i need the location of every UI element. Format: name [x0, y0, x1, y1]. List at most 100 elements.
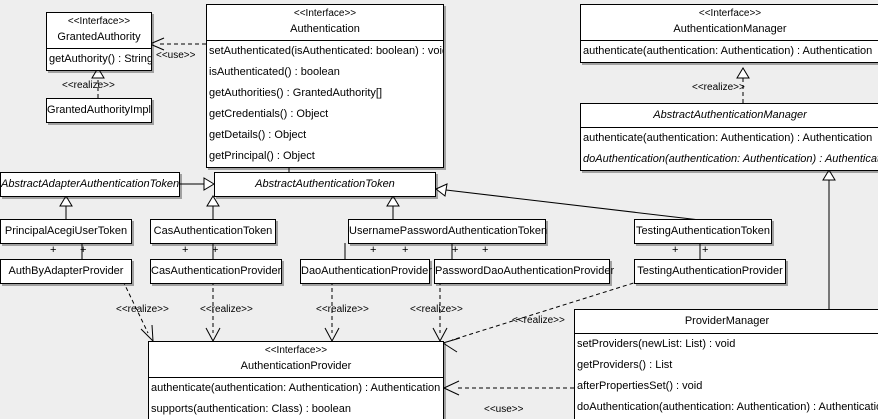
class-header: TestingAuthenticationProvider — [635, 260, 785, 283]
edge-label-realize-auth-by-adapter-provider: <<realize>> — [116, 304, 169, 315]
generalization-abstract-adapter-authentication-token — [180, 177, 215, 191]
class-header: UsernamePasswordAuthenticationToken — [349, 220, 548, 243]
multiplicity-plus: + — [182, 244, 189, 256]
class-name: TestingAuthenticationToken — [636, 225, 770, 237]
class-name: AbstractAuthenticationManager — [653, 109, 807, 121]
member-row: getDetails() : Object — [209, 129, 307, 141]
multiplicity-plus: + — [672, 244, 679, 256]
multiplicity-plus: + — [482, 244, 489, 256]
stereotype-interface: <<Interface>> — [264, 345, 328, 356]
class-abstract-authentication-manager[interactable]: AbstractAuthenticationManager authentica… — [580, 103, 878, 171]
class-provider-manager[interactable]: ProviderManager setProviders(newList: Li… — [574, 309, 878, 419]
class-name: PasswordDaoAuthenticationProvider — [435, 265, 615, 277]
edge-label-realize-password-dao-authentication-provider: <<realize>> — [410, 304, 463, 315]
class-header: <<Interface>> GrantedAuthority — [47, 13, 151, 49]
member-row: afterPropertiesSet() : void — [577, 380, 703, 392]
multiplicity-plus: + — [452, 244, 459, 256]
class-name: Authentication — [290, 23, 360, 35]
multiplicity-plus: + — [370, 244, 377, 256]
multiplicity-plus: + — [80, 244, 87, 256]
class-granted-authority-impl[interactable]: GrantedAuthorityImpl — [46, 98, 152, 123]
edge-label-realize-cas-authentication-provider: <<realize>> — [200, 304, 253, 315]
class-name: AbstractAdapterAuthenticationToken — [1, 178, 180, 190]
class-header: AuthByAdapterProvider — [1, 260, 131, 283]
class-testing-authentication-token[interactable]: TestingAuthenticationToken — [634, 219, 772, 244]
class-header: PasswordDaoAuthenticationProvider — [435, 260, 615, 283]
class-name: PrincipalAcegiUserToken — [4, 225, 128, 237]
class-header: DaoAuthenticationProvider — [301, 260, 432, 283]
member-row: getPrincipal() : Object — [209, 150, 315, 162]
class-name: ProviderManager — [684, 315, 770, 327]
class-abstract-adapter-authentication-token[interactable]: AbstractAdapterAuthenticationToken — [0, 172, 180, 197]
multiplicity-plus: + — [702, 244, 709, 256]
class-authentication-manager[interactable]: <<Interface>> AuthenticationManager auth… — [580, 4, 878, 63]
member-row: authenticate(authentication: Authenticat… — [583, 132, 873, 144]
class-name: AuthenticationManager — [673, 23, 787, 35]
class-name: UsernamePasswordAuthenticationToken — [349, 225, 548, 237]
edge-label-realize-testing-authentication-provider: <<realize>> — [512, 315, 565, 326]
multiplicity-plus: + — [50, 244, 57, 256]
member-list: setProviders(newList: List) : void getPr… — [575, 334, 878, 419]
class-testing-authentication-provider[interactable]: TestingAuthenticationProvider — [634, 259, 786, 284]
class-header: <<Interface>> AuthenticationProvider — [149, 342, 443, 378]
class-cas-authentication-provider[interactable]: CasAuthenticationProvider — [150, 259, 282, 284]
member-row: authenticate(authentication: Authenticat… — [583, 45, 873, 57]
use-authentication-granted-authority — [149, 37, 206, 51]
class-name: CasAuthenticationToken — [153, 225, 273, 237]
member-row: setAuthenticated(isAuthenticated: boolea… — [209, 45, 443, 57]
class-header: TestingAuthenticationToken — [635, 220, 771, 243]
member-row: isAuthenticated() : boolean — [209, 66, 340, 78]
class-cas-authentication-token[interactable]: CasAuthenticationToken — [150, 219, 276, 244]
class-name: AuthByAdapterProvider — [8, 265, 124, 277]
use-provider-manager-authentication-provider — [443, 380, 574, 396]
class-header: <<Interface>> AuthenticationManager — [581, 5, 878, 41]
member-row: doAuthentication(authentication: Authent… — [583, 153, 878, 165]
class-header: AbstractAuthenticationManager — [581, 104, 878, 128]
class-header: AbstractAdapterAuthenticationToken — [1, 173, 179, 196]
class-name: CasAuthenticationProvider — [151, 265, 282, 277]
class-abstract-authentication-token[interactable]: AbstractAuthenticationToken — [214, 172, 436, 197]
class-header: GrantedAuthorityImpl — [47, 99, 151, 122]
class-granted-authority[interactable]: <<Interface>> GrantedAuthority getAuthor… — [46, 12, 152, 71]
class-authentication[interactable]: <<Interface>> Authentication setAuthenti… — [206, 4, 444, 168]
class-header: <<Interface>> Authentication — [207, 5, 443, 41]
class-password-dao-authentication-provider[interactable]: PasswordDaoAuthenticationProvider — [434, 259, 615, 284]
generalization-testing-authentication-token — [435, 183, 701, 221]
member-row: getAuthority() : String — [49, 53, 151, 65]
class-header: CasAuthenticationProvider — [151, 260, 281, 283]
class-name: GrantedAuthority — [57, 31, 141, 43]
member-row: authenticate(authentication: Authenticat… — [151, 382, 441, 394]
class-name: GrantedAuthorityImpl — [47, 104, 151, 116]
edge-label-realize-dao-authentication-provider: <<realize>> — [316, 304, 369, 315]
edge-label-realize-granted-authority-impl: <<realize>> — [62, 80, 115, 91]
edge-label-use-granted-authority: <<use>> — [156, 50, 196, 61]
stereotype-interface: <<Interface>> — [67, 16, 131, 27]
class-name: AuthenticationProvider — [240, 360, 352, 372]
class-authentication-provider[interactable]: <<Interface>> AuthenticationProvider aut… — [148, 341, 444, 419]
member-row: doAuthentication(authentication: Authent… — [577, 401, 878, 413]
class-principal-acegi-user-token[interactable]: PrincipalAcegiUserToken — [0, 219, 132, 244]
member-row: getAuthorities() : GrantedAuthority[] — [209, 87, 383, 99]
multiplicity-plus: + — [212, 244, 219, 256]
class-dao-authentication-provider[interactable]: DaoAuthenticationProvider — [300, 259, 432, 284]
generalization-cas-authentication-token — [206, 195, 220, 219]
member-row: supports(authentication: Class) : boolea… — [151, 403, 351, 415]
member-row: getProviders() : List — [577, 359, 673, 371]
class-username-password-authentication-token[interactable]: UsernamePasswordAuthenticationToken — [348, 219, 548, 244]
generalization-provider-manager — [822, 169, 836, 309]
member-list: authenticate(authentication: Authenticat… — [149, 378, 443, 419]
member-row: setProviders(newList: List) : void — [577, 338, 736, 350]
multiplicity-plus: + — [402, 244, 409, 256]
class-name: TestingAuthenticationProvider — [637, 265, 783, 277]
edge-label-use-provider-manager: <<use>> — [484, 404, 524, 415]
stereotype-interface: <<Interface>> — [698, 8, 762, 19]
member-list: authenticate(authentication: Authenticat… — [581, 128, 878, 170]
class-header: PrincipalAcegiUserToken — [1, 220, 131, 243]
member-list: authenticate(authentication: Authenticat… — [581, 41, 878, 62]
generalization-principal-acegi-user-token — [59, 195, 73, 219]
member-list: setAuthenticated(isAuthenticated: boolea… — [207, 41, 443, 167]
class-auth-by-adapter-provider[interactable]: AuthByAdapterProvider — [0, 259, 132, 284]
class-name: DaoAuthenticationProvider — [301, 265, 432, 277]
member-list: getAuthority() : String — [47, 49, 151, 70]
